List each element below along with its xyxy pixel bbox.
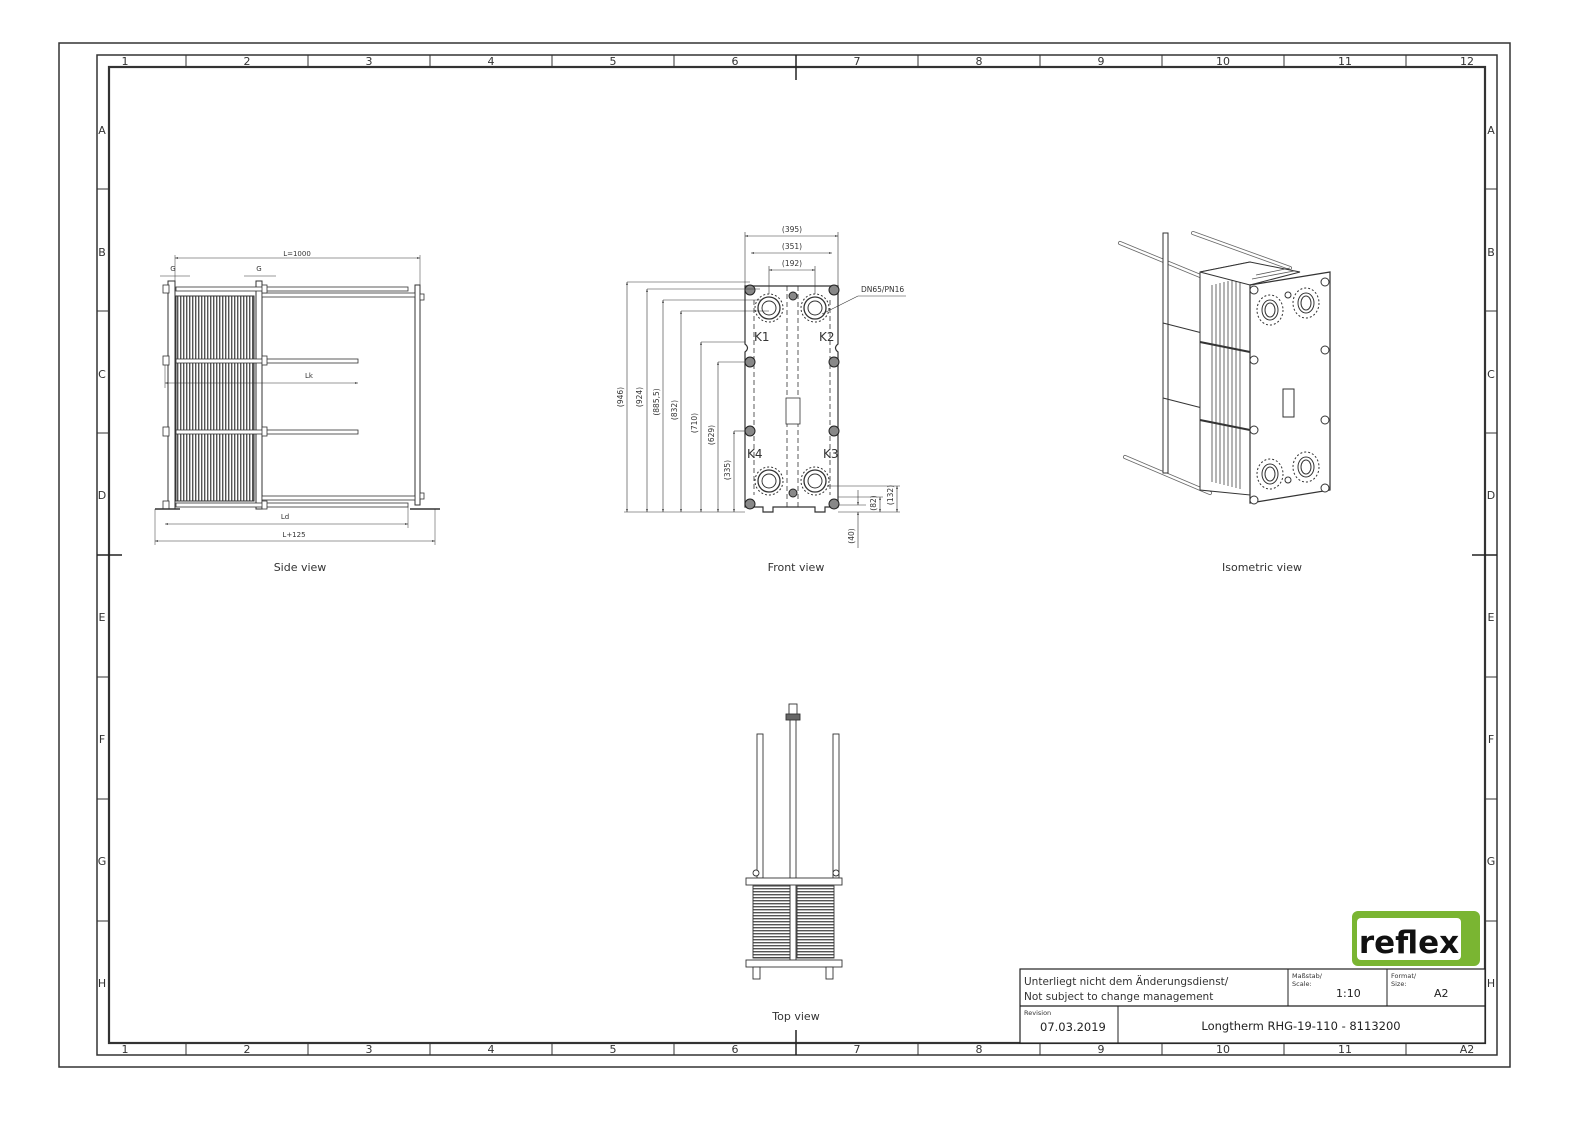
port-label-k2: K2 <box>819 330 835 344</box>
dim-82: (82) <box>869 495 878 510</box>
column-label: A2 <box>1460 1043 1475 1056</box>
port-label-k3: K3 <box>823 447 839 461</box>
row-label: B <box>98 246 106 259</box>
dim-height-710: (710) <box>690 413 699 433</box>
row-label: A <box>98 124 106 137</box>
column-label: 10 <box>1216 1043 1230 1056</box>
dim-height-335: (335) <box>723 460 732 480</box>
column-label: 12 <box>1460 55 1474 68</box>
column-label: 9 <box>1098 1043 1105 1056</box>
format-value: A2 <box>1434 987 1449 1000</box>
row-label: D <box>1487 489 1495 502</box>
port-label-k1: K1 <box>754 330 770 344</box>
dim-height-832: (832) <box>670 400 679 420</box>
isometric-view-caption: Isometric view <box>1222 561 1302 574</box>
isometric-view: Isometric view <box>1118 231 1331 574</box>
row-label: G <box>1487 855 1496 868</box>
port-label-k4: K4 <box>747 447 763 461</box>
column-labels-top: 1 2 3 4 5 6 7 8 9 10 11 12 <box>122 55 1475 68</box>
column-label: 6 <box>732 55 739 68</box>
column-label: 10 <box>1216 55 1230 68</box>
notice-english: Not subject to change management <box>1024 991 1213 1003</box>
column-label: 11 <box>1338 1043 1352 1056</box>
port-k1 <box>754 293 784 323</box>
revision-label: Revision <box>1024 1009 1051 1017</box>
drawing-title: Longtherm RHG-19-110 - 8113200 <box>1201 1019 1400 1033</box>
column-label: 6 <box>732 1043 739 1056</box>
dim-width-351: (351) <box>782 242 802 251</box>
notice-german: Unterliegt nicht dem Änderungsdienst/ <box>1024 975 1229 988</box>
dim-132: (132) <box>886 485 895 505</box>
row-labels-left: A B C D E F G H <box>98 124 107 990</box>
side-view: L=1000 G G Lk Ld L+125 Side view <box>154 250 440 574</box>
column-label: 1 <box>122 1043 129 1056</box>
top-view-caption: Top view <box>771 1010 819 1023</box>
dim-width-192: (192) <box>782 259 802 268</box>
row-label: A <box>1487 124 1495 137</box>
dim-Lk: Lk <box>305 372 314 380</box>
column-label: 1 <box>122 55 129 68</box>
column-label: 7 <box>854 55 861 68</box>
format-label-de: Format/ <box>1391 972 1417 980</box>
scale-value: 1:10 <box>1336 987 1361 1000</box>
column-label: 5 <box>610 1043 617 1056</box>
row-label: F <box>99 733 105 746</box>
column-label: 11 <box>1338 55 1352 68</box>
dim-G: G <box>170 265 175 273</box>
row-labels-right: A B C D E F G H <box>1487 124 1496 990</box>
dim-G: G <box>256 265 261 273</box>
title-block: Unterliegt nicht dem Änderungsdienst/ No… <box>1019 968 1486 1044</box>
dim-Ld: Ld <box>281 513 289 521</box>
format-label-en: Size: <box>1391 980 1407 988</box>
reflex-logo: reflex <box>1352 911 1480 966</box>
dim-L125: L+125 <box>282 531 305 539</box>
column-dividers <box>185 55 1407 1055</box>
front-view: K1 K2 K3 K4 DN65/PN16 (395) (351) (192) <box>616 225 906 574</box>
scale-label-en: Scale: <box>1292 980 1312 988</box>
dim-height-629: (629) <box>707 425 716 445</box>
column-label: 3 <box>366 55 373 68</box>
column-label: 8 <box>976 55 983 68</box>
row-label: C <box>98 368 106 381</box>
row-label: B <box>1487 246 1495 259</box>
row-label: D <box>98 489 106 502</box>
port-k4 <box>754 466 784 496</box>
column-label: 3 <box>366 1043 373 1056</box>
column-label: 2 <box>244 1043 251 1056</box>
dim-height-946: (946) <box>616 387 625 407</box>
logo-text: reflex <box>1359 925 1459 961</box>
connection-label: DN65/PN16 <box>861 285 904 294</box>
revision-date: 07.03.2019 <box>1040 1020 1106 1034</box>
row-label: H <box>1487 977 1495 990</box>
dim-40: (40) <box>847 528 856 543</box>
column-label: 4 <box>488 1043 495 1056</box>
column-label: 2 <box>244 55 251 68</box>
outer-frame <box>58 42 1511 1068</box>
column-label: 5 <box>610 55 617 68</box>
side-view-caption: Side view <box>274 561 327 574</box>
column-label: 8 <box>976 1043 983 1056</box>
row-label: E <box>99 611 106 624</box>
dim-height-924: (924) <box>635 387 644 407</box>
dim-width-395: (395) <box>782 225 802 234</box>
column-label: 7 <box>854 1043 861 1056</box>
dim-L: L=1000 <box>283 250 311 258</box>
row-label: E <box>1488 611 1495 624</box>
column-labels-bottom: 1 2 3 4 5 6 7 8 9 10 11 A2 <box>122 1043 1475 1056</box>
column-label: 9 <box>1098 55 1105 68</box>
scale-label-de: Maßstab/ <box>1292 972 1323 980</box>
port-k3 <box>800 466 830 496</box>
row-label: H <box>98 977 106 990</box>
row-label: G <box>98 855 107 868</box>
port-k2 <box>800 293 830 323</box>
row-dividers <box>97 188 1497 922</box>
top-view: Top view <box>745 703 843 1023</box>
dim-height-885: (885,5) <box>652 388 661 415</box>
column-label: 4 <box>488 55 495 68</box>
front-view-caption: Front view <box>768 561 825 574</box>
row-label: F <box>1488 733 1494 746</box>
row-label: C <box>1487 368 1495 381</box>
